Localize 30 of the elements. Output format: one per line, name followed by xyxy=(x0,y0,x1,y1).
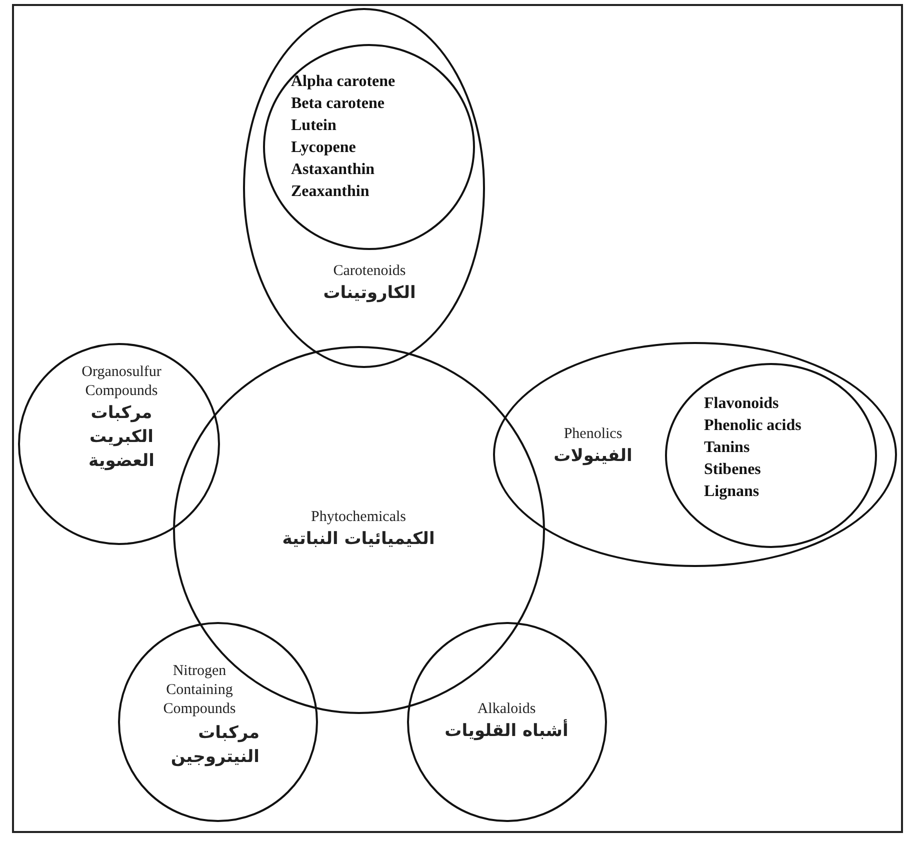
member-name: Stibenes xyxy=(704,460,762,480)
member-name: Beta carotene xyxy=(291,94,386,114)
category-label: Phytochemicals xyxy=(310,508,407,526)
category-label: Carotenoids xyxy=(332,262,407,280)
category-ellipse xyxy=(18,343,220,545)
member-name: Lycopene xyxy=(291,138,357,158)
arabic-label: الكيميائيات النباتية xyxy=(281,528,436,550)
category-ellipse xyxy=(493,342,897,567)
category-label: Alkaloids xyxy=(476,700,537,718)
category-ellipse xyxy=(118,622,318,822)
category-label: Organosulfur Compounds xyxy=(80,362,162,400)
arabic-label: مركبات النيتروجين xyxy=(170,722,260,768)
category-label: Nitrogen Containing Compounds xyxy=(162,662,237,718)
member-name: Zeaxanthin xyxy=(291,182,370,202)
member-name: Tanins xyxy=(704,438,751,458)
arabic-label: مركبات الكبريت العضوية xyxy=(88,402,156,472)
member-name: Astaxanthin xyxy=(291,160,376,180)
member-name: Phenolic acids xyxy=(704,416,802,436)
member-name: Lignans xyxy=(704,482,760,502)
category-label: Phenolics xyxy=(562,424,624,444)
arabic-label: أشباه القلويات xyxy=(444,718,570,742)
arabic-label: الفينولات xyxy=(552,444,634,468)
member-name: Flavonoids xyxy=(704,394,780,414)
category-ellipse xyxy=(262,44,474,250)
category-ellipse xyxy=(664,362,876,548)
member-name: Alpha carotene xyxy=(291,72,396,92)
category-ellipse xyxy=(407,622,607,822)
arabic-label: الكاروتينات xyxy=(322,282,417,304)
member-name: Lutein xyxy=(291,116,338,136)
category-ellipse xyxy=(243,8,485,368)
